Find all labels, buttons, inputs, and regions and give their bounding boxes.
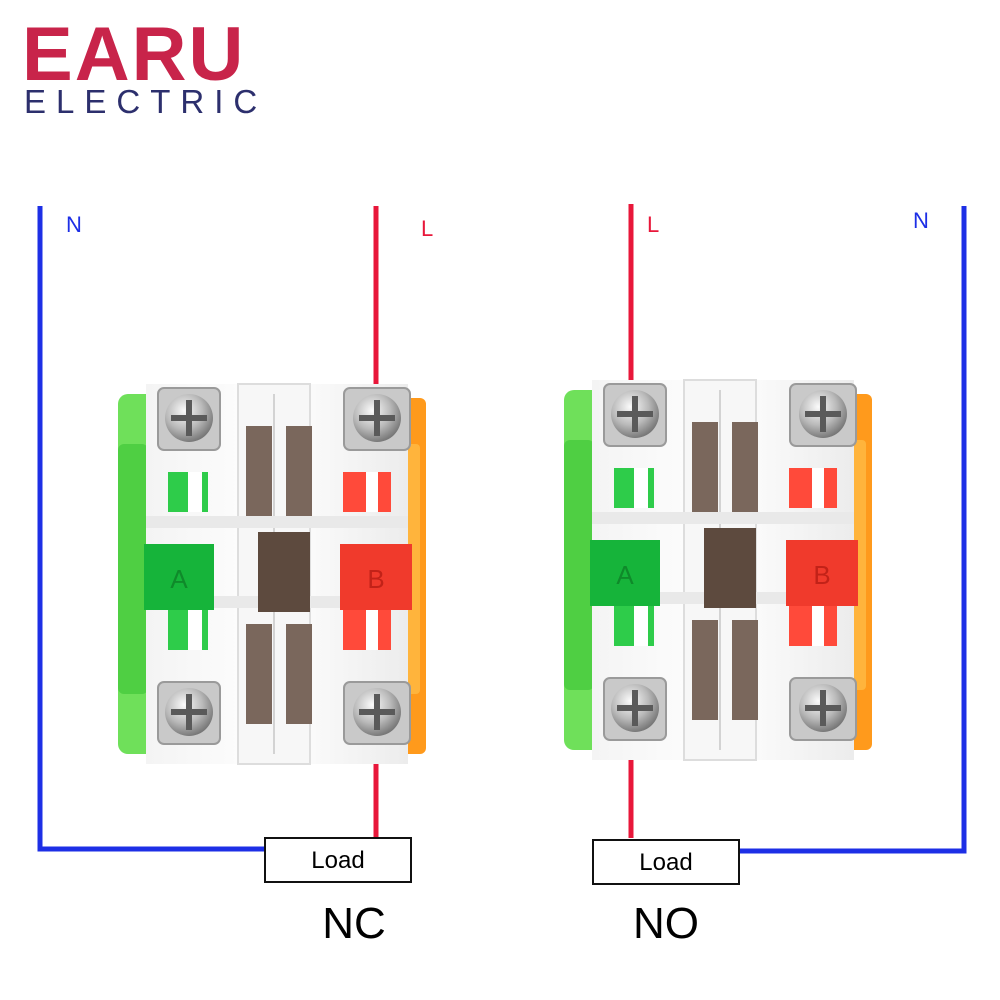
neutral-wire [740,206,967,854]
contact-a [590,540,660,606]
brand-subtitle: ELECTRIC [24,83,267,120]
contact-a [144,544,214,610]
contact-a-mark: A [170,564,188,594]
mode-label-no: NO [633,899,699,948]
neutral-wire [37,206,265,852]
neutral-label: N [66,212,82,237]
mode-label-nc: NC [322,899,386,948]
contact-b [340,544,412,610]
load-box [264,837,412,883]
load-label: Load [639,849,692,876]
neutral-label: N [913,208,929,233]
diagram-nc: N L A B Load NC [37,206,433,948]
load-box [592,839,740,885]
contact-b-mark: B [367,564,384,594]
contact-block: A B [563,379,873,761]
live-label: L [421,216,433,241]
brand-name: EARU [22,12,245,97]
brand-logo: EARU ELECTRIC [22,12,267,120]
load-label: Load [311,847,364,874]
live-label: L [647,212,659,237]
contact-b-mark: B [813,560,830,590]
diagram-no: L N A B Load NO [563,204,967,948]
contact-b [786,540,858,606]
contact-a-mark: A [616,560,634,590]
contact-block: A B [117,383,427,765]
